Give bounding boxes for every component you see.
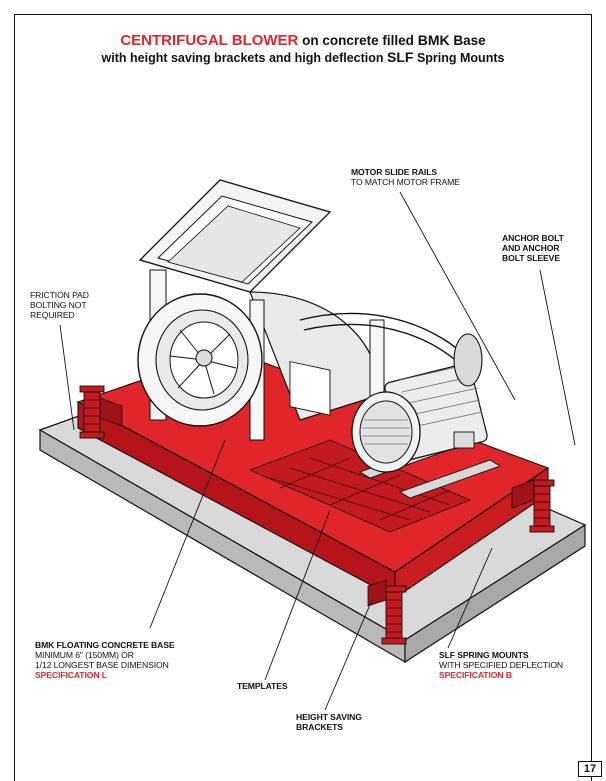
label-height-saving-brackets: HEIGHT SAVING BRACKETS [296,712,362,732]
title-line-2: with height saving brackets and high def… [0,49,606,67]
title-mid: on concrete filled [302,33,414,48]
title-line2-start: with height saving brackets and high def… [101,51,384,65]
label-bmk-base: BMK FLOATING CONCRETE BASE MINIMUM 6" (1… [35,640,175,680]
motor-rails-line-1: MOTOR SLIDE RAILS [351,167,437,177]
slf-line-1: SLF SPRING MOUNTS [439,650,529,660]
height-line-1: HEIGHT SAVING [296,712,362,722]
friction-line-2: BOLTING NOT [30,300,87,310]
title-product: CENTRIFUGAL BLOWER [120,32,299,49]
friction-line-1: FRICTION PAD [30,290,89,300]
title-bmk: BMK [417,32,450,48]
title-slf: SLF [387,49,414,65]
label-anchor-bolt: ANCHOR BOLT AND ANCHOR BOLT SLEEVE [502,233,564,263]
spring-coils [84,399,550,633]
title-line2-end: Spring Mounts [416,51,505,65]
title-base: Base [453,33,486,48]
page-number: 17 [578,761,602,777]
slf-line-2: WITH SPECIFIED DEFLECTION [439,660,564,670]
anchor-line-1: ANCHOR BOLT [502,233,564,243]
title-line-1: CENTRIFUGAL BLOWER on concrete filled BM… [0,32,606,49]
electric-motor [351,333,488,473]
label-motor-slide-rails: MOTOR SLIDE RAILS TO MATCH MOTOR FRAME [351,167,460,187]
height-line-2: BRACKETS [296,722,343,732]
diagram-title: CENTRIFUGAL BLOWER on concrete filled BM… [0,32,606,67]
label-slf-spring-mounts: SLF SPRING MOUNTS WITH SPECIFIED DEFLECT… [439,650,563,680]
bmk-line-1: BMK FLOATING CONCRETE BASE [35,640,175,650]
height-saving-brackets [99,397,535,607]
anchor-line-2: AND ANCHOR [502,243,560,253]
slf-spec: SPECIFICATION B [439,670,512,680]
label-templates: TEMPLATES [237,681,288,691]
templates-line-1: TEMPLATES [237,681,288,691]
bmk-spec: SPECIFICATION L [35,670,107,680]
spring-mounts [79,385,555,645]
leader-lines [59,191,576,711]
page-frame [14,14,592,781]
motor-rails-line-2: TO MATCH MOTOR FRAME [351,177,460,187]
anchor-line-3: BOLT SLEEVE [502,253,560,263]
friction-line-3: REQUIRED [30,310,75,320]
bmk-line-3: 1/12 LONGEST BASE DIMENSION [35,660,169,670]
label-friction-pad: FRICTION PAD BOLTING NOT REQUIRED [30,290,89,320]
centrifugal-blower [137,179,385,441]
bmk-line-2: MINIMUM 6" (150mm) OR [35,650,134,660]
